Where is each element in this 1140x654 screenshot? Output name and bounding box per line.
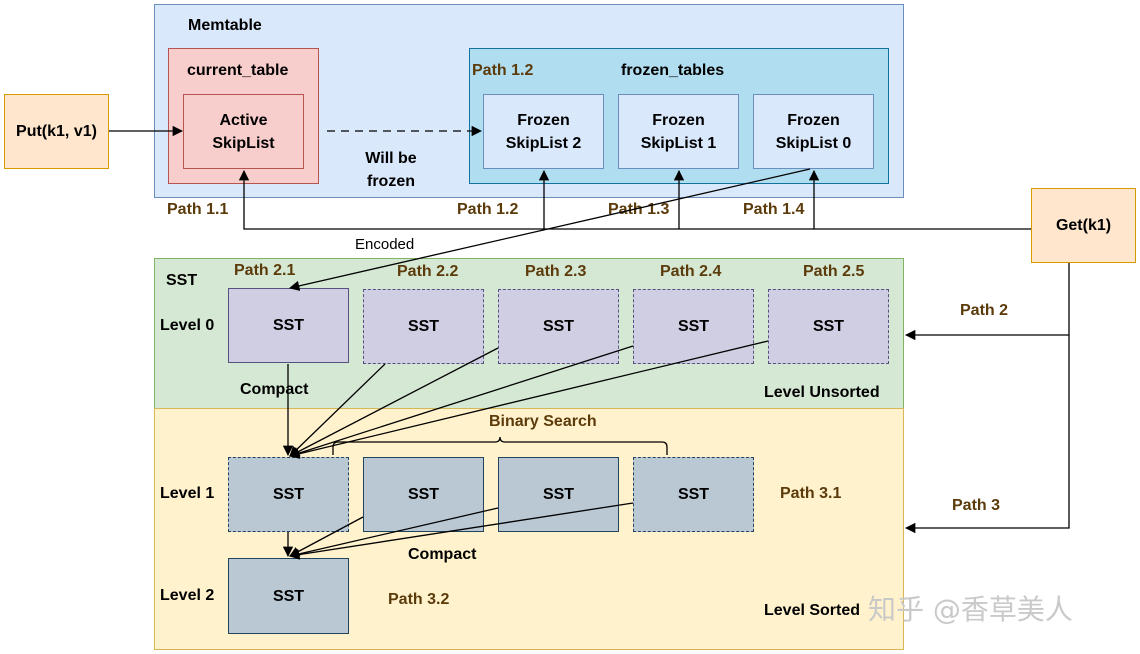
path-2-1-label: Path 2.1 <box>234 262 296 279</box>
compact-arrow-5 <box>288 340 769 459</box>
will-be-frozen-label: Will be frozen <box>365 150 417 190</box>
current-table-label: current_table <box>187 62 289 79</box>
compact-arrow-2 <box>289 363 386 457</box>
active-skiplist: Active SkipList <box>183 94 304 169</box>
path-3-label: Path 3 <box>952 497 1001 514</box>
binary-search-label: Binary Search <box>489 413 597 430</box>
get-operation: Get(k1) <box>1031 188 1136 263</box>
binary-search-brace <box>332 436 668 455</box>
l1-compact-arrow-4 <box>288 502 634 560</box>
l1-sst-2: SST <box>363 457 484 532</box>
path-2-3-label: Path 2.3 <box>525 263 587 280</box>
level-2-label: Level 2 <box>160 587 215 604</box>
path-1-4-label: Path 1.4 <box>743 201 805 218</box>
path-3-arrow <box>904 335 1070 534</box>
l0-sst-4: SST <box>633 289 754 364</box>
compact-arrow-3 <box>289 347 499 457</box>
l0-compact-label: Compact <box>240 381 309 398</box>
path-2-4-label: Path 2.4 <box>660 263 722 280</box>
level-unsorted-label: Level Unsorted <box>764 384 880 401</box>
encoded-label: Encoded <box>355 236 415 253</box>
path-2-arrow <box>904 263 1070 341</box>
frozen-tables-path-label: Path 1.2 <box>472 62 534 79</box>
encoded-arrow <box>288 168 811 291</box>
frozen-skiplist-2: Frozen SkipList 2 <box>483 94 604 169</box>
path-1-1-label: Path 1.1 <box>167 201 229 218</box>
path-1-2-label: Path 1.2 <box>457 201 519 218</box>
l0-sst-3: SST <box>498 289 619 364</box>
path-2-5-label: Path 2.5 <box>803 263 865 280</box>
l1-sst-1: SST <box>228 457 349 532</box>
path-2-label: Path 2 <box>960 302 1009 319</box>
get-to-memtable-line <box>238 169 1031 230</box>
level-sorted-label: Level Sorted <box>764 602 861 619</box>
path-3-2-label: Path 3.2 <box>388 591 450 608</box>
level-1-label: Level 1 <box>160 485 215 502</box>
l0-sst-5: SST <box>768 289 889 364</box>
l2-sst: SST <box>228 558 349 634</box>
path-2-2-label: Path 2.2 <box>397 263 459 280</box>
l1-compact-label: Compact <box>408 546 477 563</box>
memtable-title: Memtable <box>188 17 262 34</box>
l0-sst-1: SST <box>228 288 349 363</box>
sst-title: SST <box>166 272 198 289</box>
path-3-1-label: Path 3.1 <box>780 485 842 502</box>
level-0-label: Level 0 <box>160 317 215 334</box>
frozen-tables-label: frozen_tables <box>621 62 725 79</box>
frozen-skiplist-1: Frozen SkipList 1 <box>618 94 739 169</box>
put-operation: Put(k1, v1) <box>4 94 109 169</box>
l1-sst-3: SST <box>498 457 619 532</box>
l0-sst-2: SST <box>363 289 484 364</box>
compact-arrow-4 <box>289 345 634 459</box>
l1-compact-arrow-3 <box>288 507 499 559</box>
frozen-skiplist-0: Frozen SkipList 0 <box>753 94 874 169</box>
watermark: 知乎 @香草美人 <box>868 593 1073 626</box>
l1-sst-4: SST <box>633 457 754 532</box>
l1-compact-arrow-2 <box>289 516 364 557</box>
